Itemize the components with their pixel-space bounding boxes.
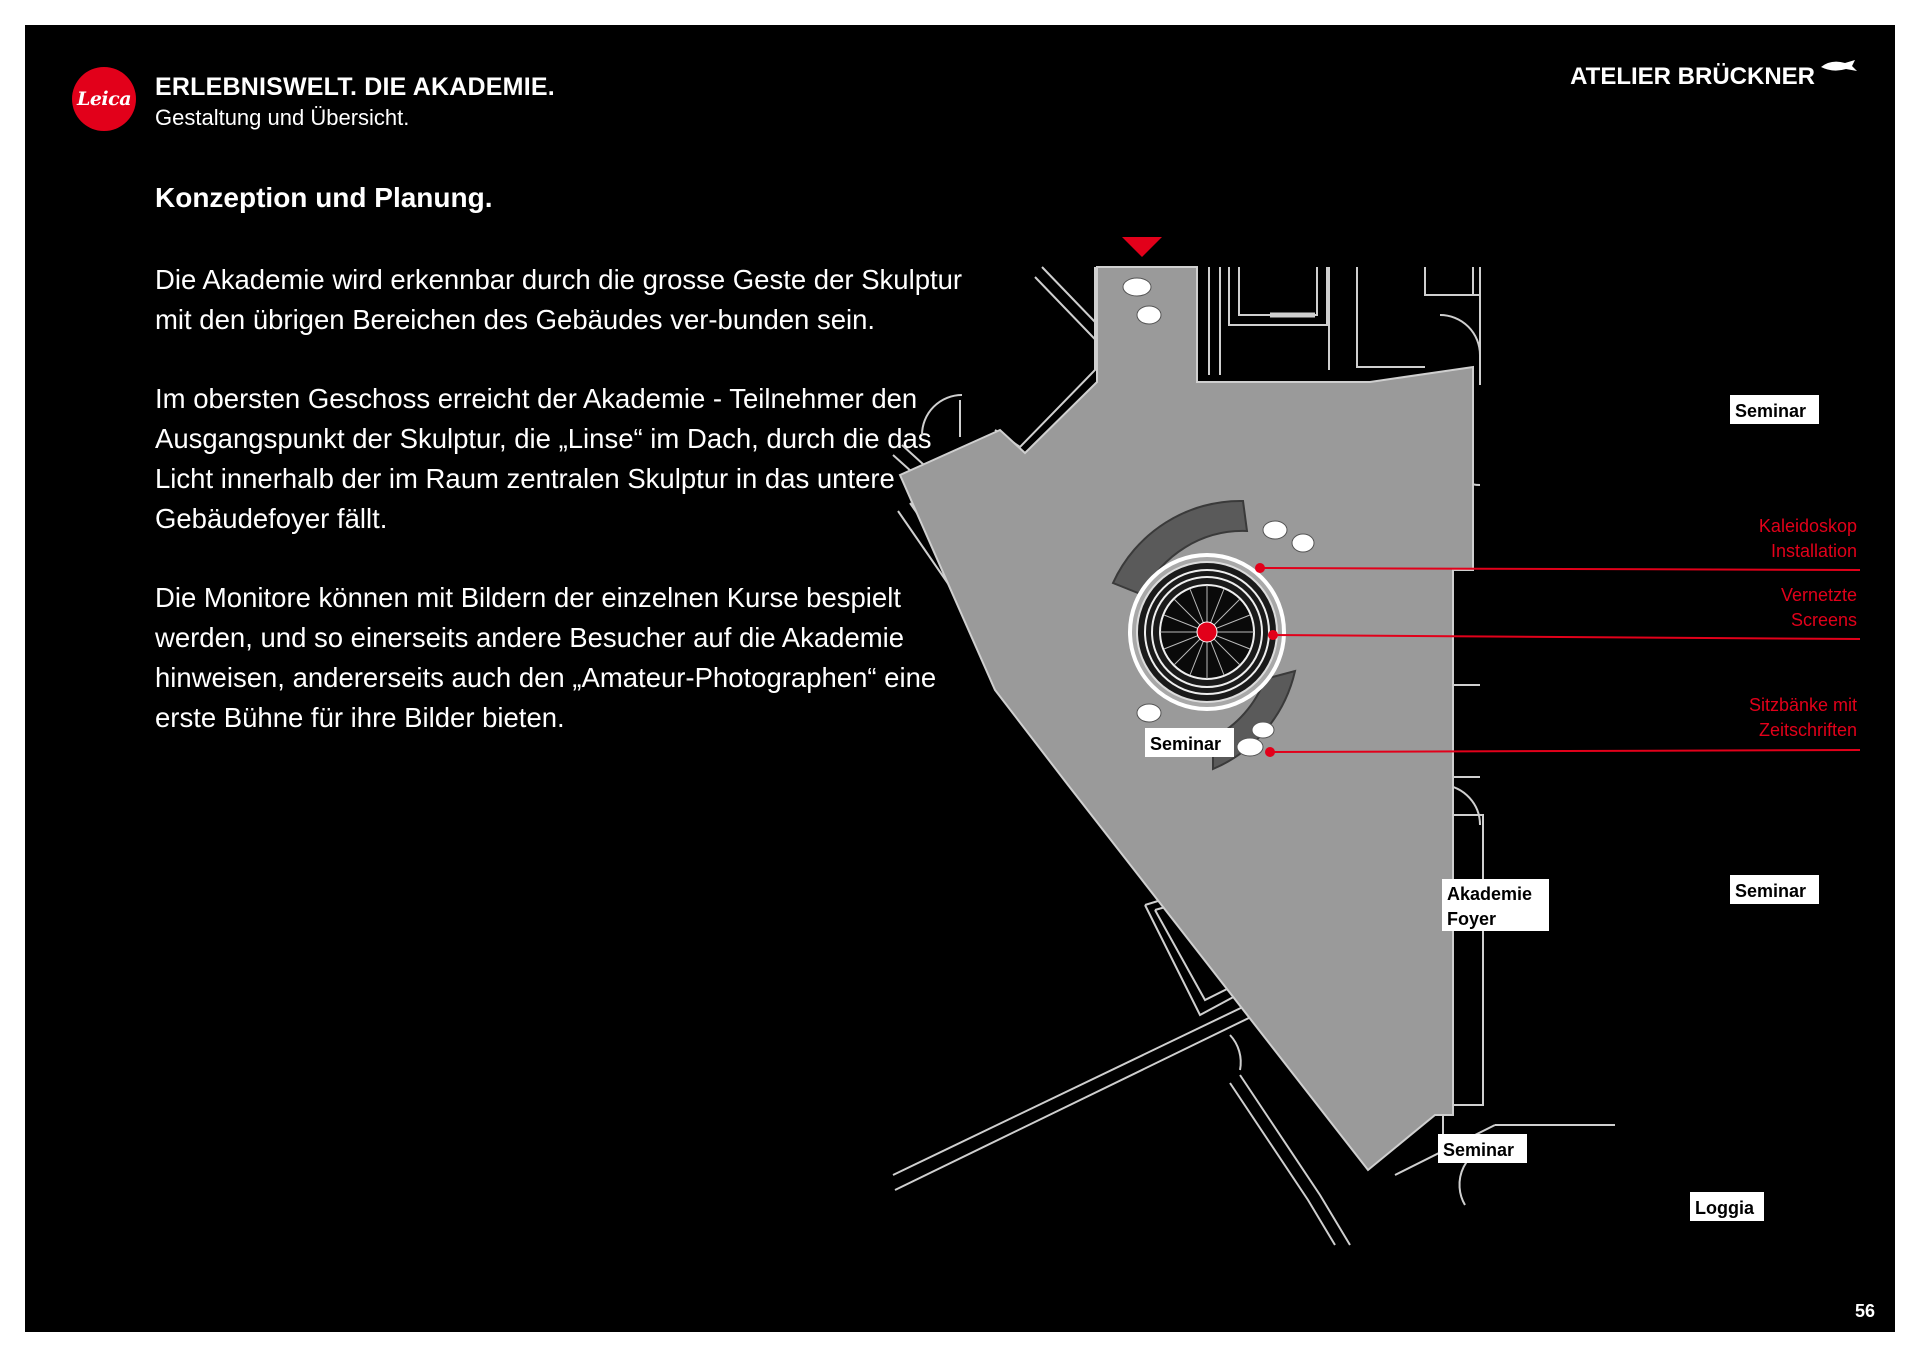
room-label-seminar: Seminar: [1735, 881, 1806, 901]
annotation-installation: Installation: [1771, 541, 1857, 561]
room-label-seminar: Seminar: [1735, 401, 1806, 421]
section-title: Konzeption und Planung.: [155, 182, 493, 213]
brand-name: ATELIER BRÜCKNER: [1570, 63, 1815, 90]
annotation-screens: Screens: [1791, 610, 1857, 630]
page: Leica ERLEBNISWELT. DIE AKADEMIE. Gestal…: [25, 25, 1895, 1332]
logo-text: Leica: [76, 88, 132, 110]
annotation-kaleidoskop: Kaleidoskop: [1759, 516, 1857, 536]
annotation-vernetzte: Vernetzte: [1781, 585, 1857, 605]
entrance-marker-icon: [1122, 237, 1162, 257]
foyer-floor: [900, 267, 1473, 1170]
annotation-lines: [1255, 563, 1861, 757]
room-label-seminar: Seminar: [1443, 1140, 1514, 1160]
paragraph: Die Akademie wird erkennbar durch die gr…: [155, 264, 963, 335]
room-label-loggia: Loggia: [1695, 1198, 1755, 1218]
annotation-zeitschriften: Zeitschriften: [1759, 720, 1857, 740]
fish-logo-icon: [1821, 60, 1857, 71]
bench: [1111, 499, 1249, 597]
header-subtitle: Gestaltung und Übersicht.: [155, 105, 410, 130]
paragraph: Im obersten Geschoss erreicht der Akadem…: [155, 383, 932, 534]
body-text: Die Akademie wird erkennbar durch die gr…: [155, 260, 985, 777]
page-number: 56: [1854, 1301, 1875, 1321]
floor-plan: Kaleidoskop Installation Vernetzte Scree…: [892, 237, 1861, 1246]
room-label-seminar: Seminar: [1150, 734, 1221, 754]
annotation-sitzbaenke: Sitzbänke mit: [1749, 695, 1857, 715]
room-label-foyer: Foyer: [1447, 909, 1496, 929]
room-label-akademie: Akademie: [1447, 884, 1532, 904]
paragraph: Die Monitore können mit Bildern der einz…: [155, 582, 937, 733]
leica-logo: Leica: [72, 67, 136, 131]
header-title: ERLEBNISWELT. DIE AKADEMIE.: [155, 73, 555, 101]
kaleidoscope-sculpture: [1128, 553, 1286, 711]
people-figures: [1122, 277, 1315, 757]
